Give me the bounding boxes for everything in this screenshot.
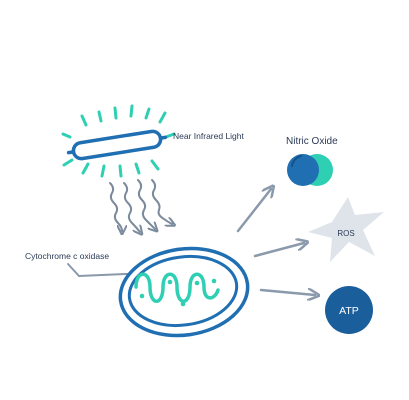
atp-label: ATP: [339, 305, 359, 317]
ros-icon: [308, 197, 384, 262]
light-rays: [61, 104, 176, 178]
lamp-icon: [66, 129, 168, 161]
cytochrome-pointer: [67, 263, 80, 277]
mitochondrion-icon: [118, 246, 250, 338]
light-label: Near Infrared Light: [173, 131, 245, 141]
light-waves: [109, 179, 172, 232]
nitric-oxide-icon: [287, 154, 333, 186]
atp-icon: [325, 286, 373, 334]
ros-label: ROS: [337, 229, 354, 238]
output-arrows: [236, 189, 315, 295]
cytochrome-label: Cytochrome c oxidase: [25, 251, 109, 261]
nitric-oxide-label: Nitric Oxide: [286, 136, 338, 147]
